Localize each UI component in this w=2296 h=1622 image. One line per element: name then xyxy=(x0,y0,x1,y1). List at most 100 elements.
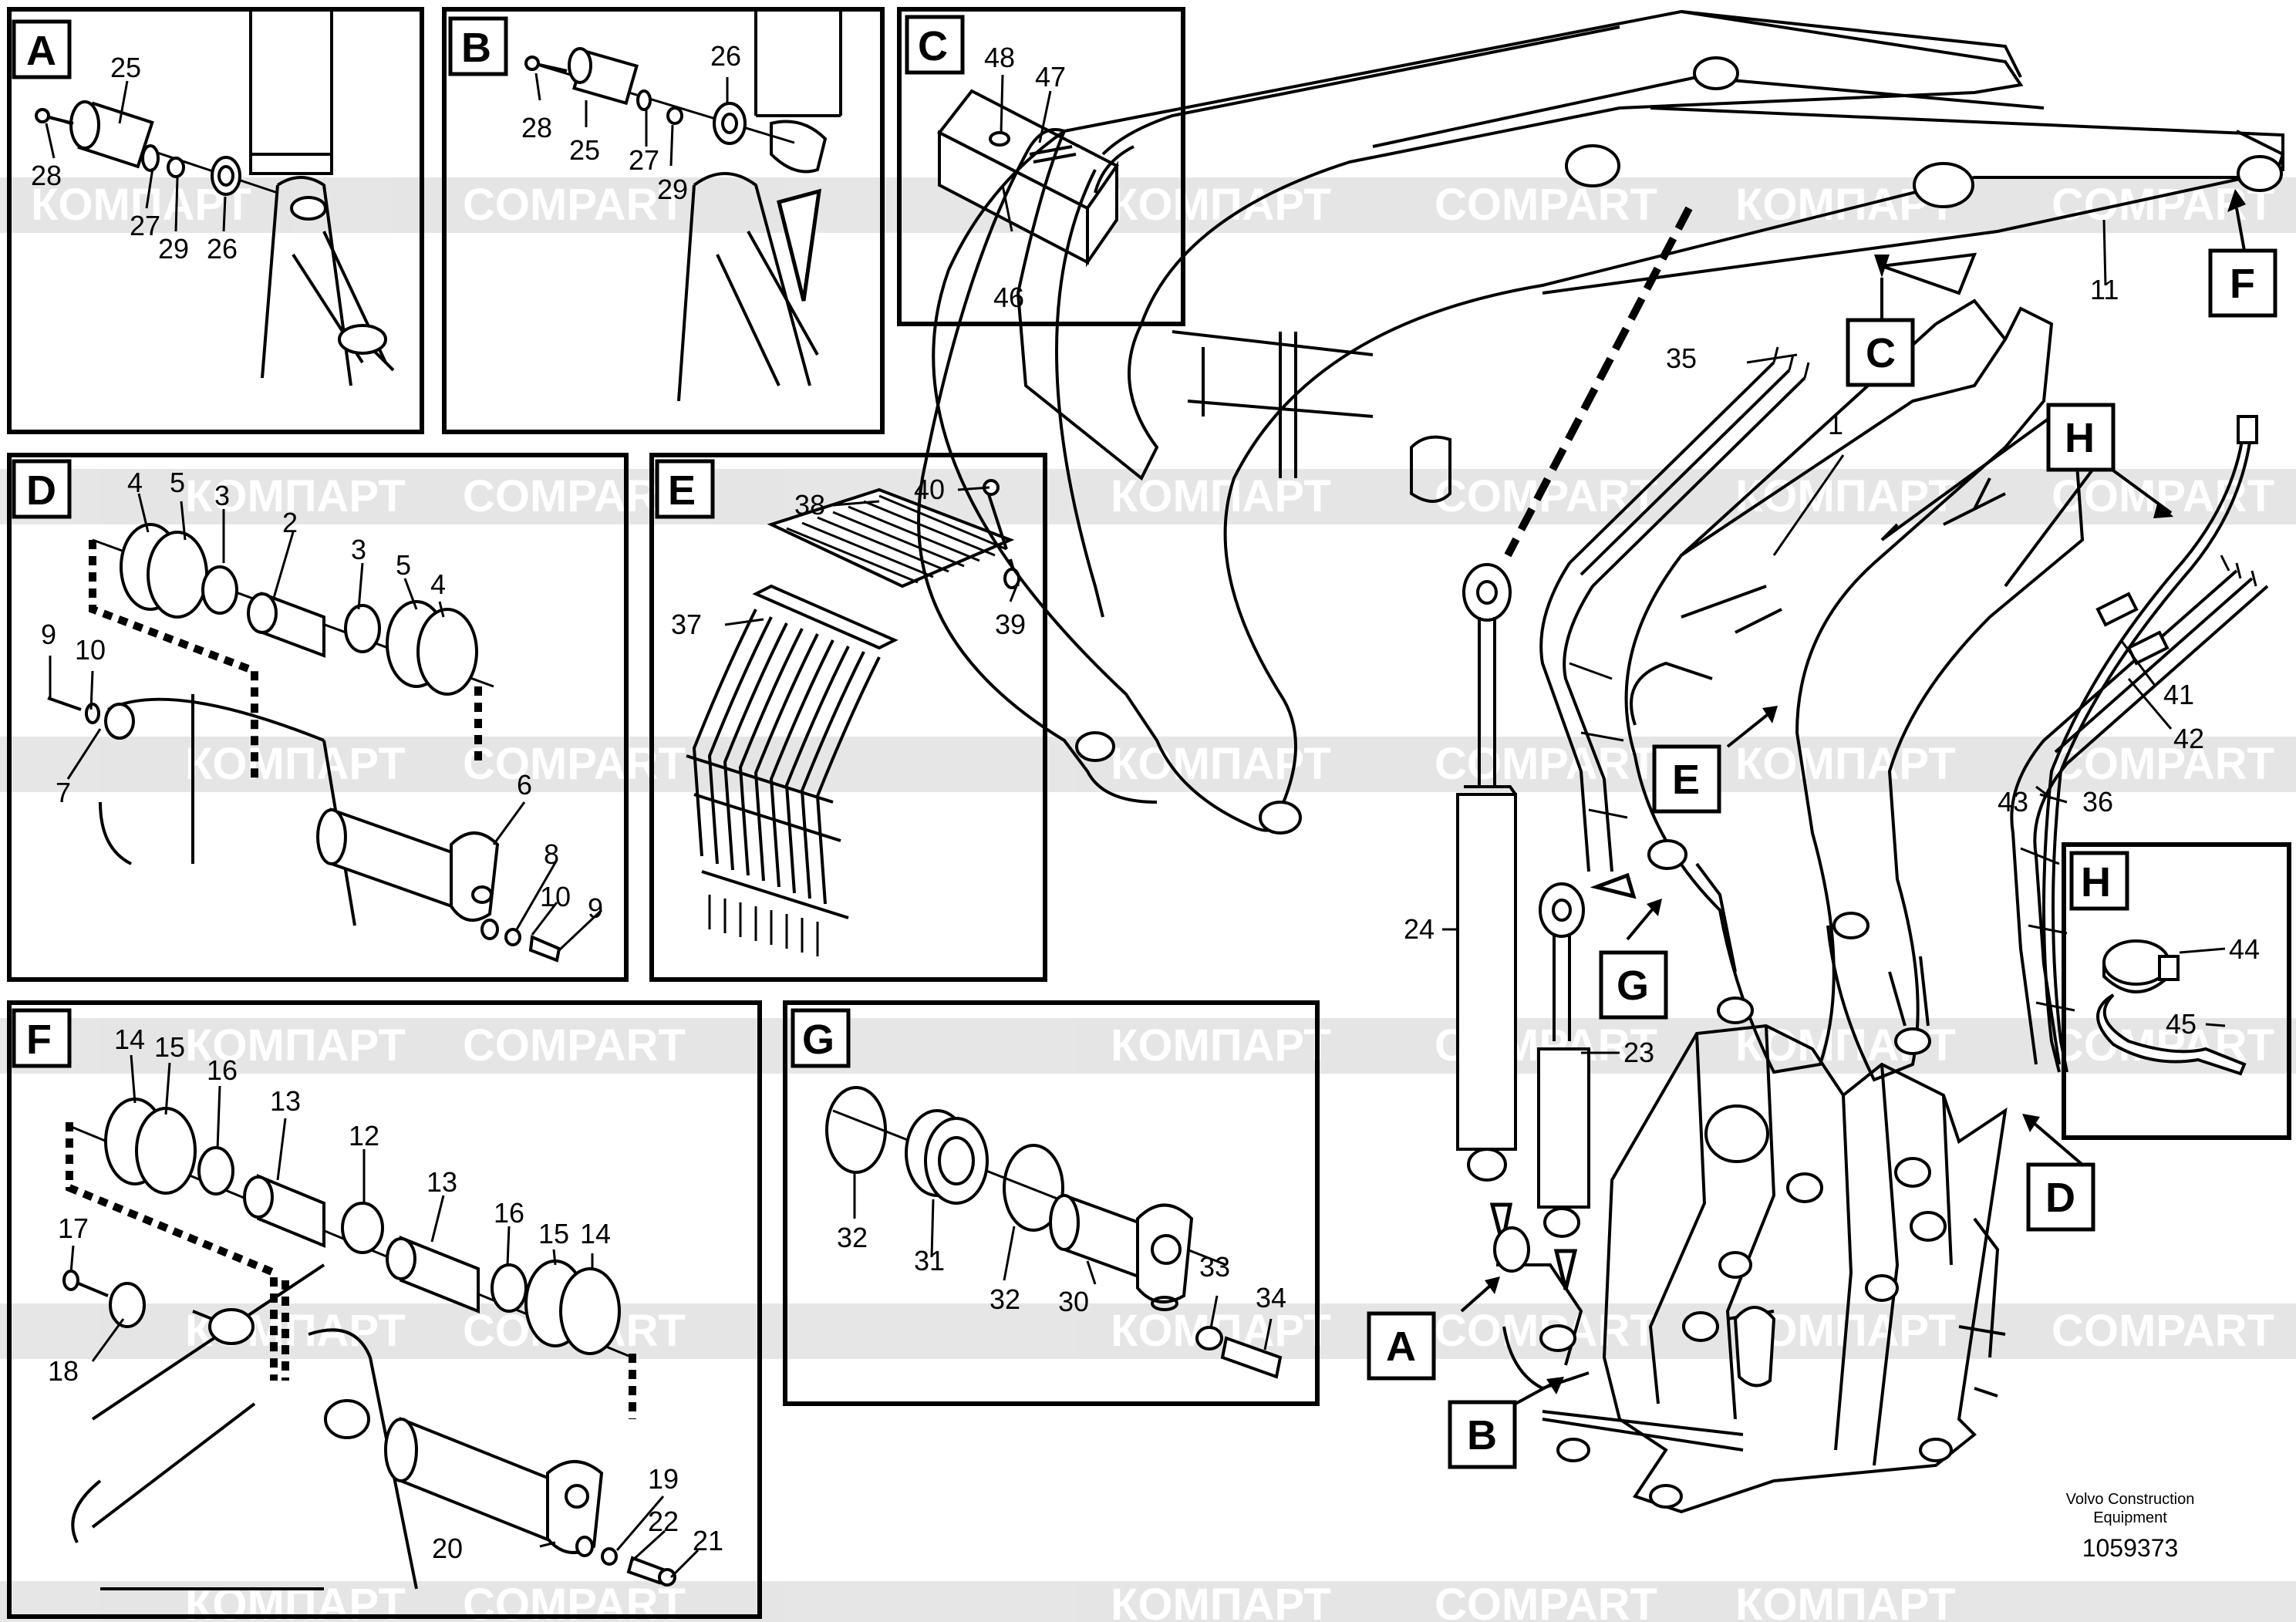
watermark-text: COMPART xyxy=(1435,739,1657,789)
watermark-text: COMPART xyxy=(1435,180,1657,230)
watermark-row-4: КОМПАРТ COMPART КОМПАРТ COMPART КОМПАРТ … xyxy=(0,1018,2296,1074)
part-label: 3 xyxy=(214,480,230,511)
watermark-text: КОМПАРТ xyxy=(1111,1306,1331,1356)
watermark-text: КОМПАРТ xyxy=(1111,471,1331,521)
detail-panel-c: C 48 47 46 xyxy=(897,7,1185,326)
part-label: 26 xyxy=(207,233,238,265)
callout-d-label: D xyxy=(2045,1175,2075,1221)
part-label: 10 xyxy=(75,634,106,666)
detail-panel-a: A 25 28 27 29 26 xyxy=(7,7,424,434)
panel-h-tag: H xyxy=(2081,859,2111,905)
callout-e: E xyxy=(1652,706,1778,814)
part-label: 4 xyxy=(127,467,143,498)
part-label: 47 xyxy=(1035,61,1066,93)
grille-ribs xyxy=(686,609,881,956)
watermark-text: КОМПАРТ xyxy=(185,471,406,521)
watermark-text: COMPART xyxy=(463,180,686,230)
part-label: 29 xyxy=(657,174,688,205)
detail-panel-d: D 4 5 3 2 3 5 4 9 10 7 xyxy=(7,453,629,982)
part-label: 26 xyxy=(710,40,741,72)
part-label: 27 xyxy=(629,144,659,176)
callout-d: D xyxy=(2022,1114,2095,1232)
callout-c-label: C xyxy=(1866,330,1896,376)
part-label: 12 xyxy=(349,1120,379,1152)
part-label: 16 xyxy=(494,1197,524,1229)
watermark-text: COMPART xyxy=(2052,1306,2274,1356)
callout-a-label: A xyxy=(1386,1324,1416,1370)
watermark-row-3: КОМПАРТ COMPART КОМПАРТ COMPART КОМПАРТ … xyxy=(0,737,2296,792)
part-label: 25 xyxy=(110,52,141,83)
detail-panel-f: F 14 15 16 xyxy=(7,1000,762,1619)
credit-block: Volvo Construction Equipment 1059373 xyxy=(2066,1491,2195,1562)
panel-b-tag: B xyxy=(461,25,491,71)
part-label: 2 xyxy=(282,507,298,538)
panel-g-tag: G xyxy=(802,1017,834,1063)
part-label: 17 xyxy=(58,1212,89,1244)
grille-slats xyxy=(786,494,1007,584)
part-label: 13 xyxy=(426,1166,457,1198)
part-label: 18 xyxy=(48,1355,79,1387)
callout-f-label: F xyxy=(2230,261,2255,307)
watermark-text: КОМПАРТ xyxy=(185,1020,406,1071)
part-label: 39 xyxy=(995,609,1026,640)
part-label: 22 xyxy=(648,1506,679,1537)
part-label: 48 xyxy=(984,42,1015,73)
callout-h: H xyxy=(2046,403,2173,518)
main-assembly: C F H E G D xyxy=(917,9,2285,1514)
watermark-text: COMPART xyxy=(463,1020,686,1071)
callout-e-label: E xyxy=(1672,757,1700,803)
credit-company-line2: Equipment xyxy=(2093,1509,2167,1526)
panel-c-tag: C xyxy=(918,23,948,69)
callout-a: A xyxy=(1367,1276,1500,1381)
watermark-text: КОМПАРТ xyxy=(1111,1020,1331,1071)
cylinder-24 xyxy=(1456,563,1517,1182)
callout-g-label: G xyxy=(1617,963,1649,1009)
panel-f-tag: F xyxy=(26,1017,52,1063)
part-label: 5 xyxy=(396,549,411,581)
watermark-text: COMPART xyxy=(463,739,686,789)
watermark-text: КОМПАРТ xyxy=(1111,180,1331,230)
watermark-text: КОМПАРТ xyxy=(1735,739,1956,789)
part-label: 10 xyxy=(540,881,571,912)
panel-d-tag: D xyxy=(26,467,56,514)
credit-company: Volvo Construction xyxy=(2066,1491,2195,1508)
view-arrow xyxy=(776,188,822,302)
grille-35 xyxy=(1539,346,1810,872)
watermark-layer: КОМПАРТ COMPART КОМПАРТ COMPART КОМПАРТ … xyxy=(0,177,2296,1622)
callout-b-label: B xyxy=(1467,1412,1497,1458)
part-label: 24 xyxy=(1404,913,1435,945)
lift-arm-frame xyxy=(917,9,2285,835)
part-label: 35 xyxy=(1666,342,1697,374)
part-label: 33 xyxy=(1199,1251,1230,1283)
watermark-text: КОМПАРТ xyxy=(1111,1580,1331,1622)
front-frame xyxy=(1493,1023,2008,1514)
part-label: 16 xyxy=(207,1054,238,1086)
part-label: 29 xyxy=(158,233,189,265)
part-label: 23 xyxy=(1623,1037,1654,1068)
part-label: 3 xyxy=(351,534,366,565)
part-label: 31 xyxy=(914,1245,945,1276)
cylinder-23 xyxy=(1537,882,1590,1238)
part-label: 38 xyxy=(794,489,825,521)
part-label: 15 xyxy=(154,1031,185,1063)
callout-f: F xyxy=(2208,189,2277,318)
boom-1 xyxy=(1624,298,2099,1082)
part-label: 43 xyxy=(1998,786,2028,818)
part-label: 4 xyxy=(430,568,446,600)
part-label: 27 xyxy=(130,210,160,241)
callout-b: B xyxy=(1448,1377,1564,1469)
part-label: 32 xyxy=(837,1222,868,1253)
assembly-link-line xyxy=(1504,206,1693,558)
watermark-text: КОМПАРТ xyxy=(1735,1580,1956,1622)
part-label: 19 xyxy=(648,1463,679,1495)
part-label: 7 xyxy=(56,777,71,808)
panel-e-tag: E xyxy=(668,467,696,514)
drawing-number: 1059373 xyxy=(2082,1534,2179,1562)
part-label: 41 xyxy=(2163,679,2194,710)
part-label: 28 xyxy=(521,112,552,143)
part-label: 30 xyxy=(1058,1286,1089,1317)
watermark-text: КОМПАРТ xyxy=(185,739,406,789)
part-label: 21 xyxy=(693,1525,723,1556)
part-label: 44 xyxy=(2229,933,2260,965)
